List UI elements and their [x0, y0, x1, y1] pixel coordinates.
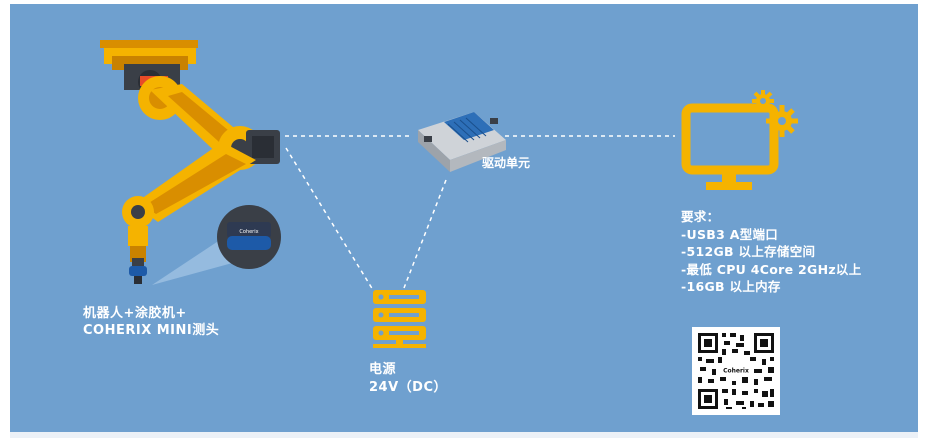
power-label: 电源 24V（DC） [369, 361, 447, 397]
qr-brand-text: Coherix [723, 368, 749, 375]
gear-icon [752, 90, 774, 112]
gear-icon [766, 105, 798, 137]
connector-robot-power [285, 147, 374, 291]
sensor-callout: Coherix [152, 205, 281, 285]
robot-label-line2: COHERIX MINI测头 [83, 323, 220, 338]
robot-label-line1: 机器人+涂胶机+ [83, 306, 187, 321]
bottom-shadow [10, 432, 918, 438]
requirements-heading: 要求： [681, 209, 720, 224]
power-spec: 24V（DC） [369, 380, 447, 395]
requirement-item: -USB3 A型端口 [681, 226, 779, 242]
drive-unit-illustration [418, 112, 506, 172]
requirement-item: -512GB 以上存储空间 [681, 244, 816, 259]
power-title: 电源 [369, 362, 397, 377]
robot-label: 机器人+涂胶机+ COHERIX MINI测头 [83, 305, 219, 339]
requirements-list: 要求： -USB3 A型端口 -512GB 以上存储空间 -最低 CPU 4Co… [681, 208, 862, 296]
computer-icon [681, 103, 779, 190]
qr-code[interactable]: Coherix [692, 327, 780, 415]
requirement-item: -16GB 以上内存 [681, 279, 781, 294]
drive-unit-label: 驱动单元 [482, 156, 531, 170]
qr-code-graphic: Coherix [698, 333, 774, 409]
power-supply-icon [373, 290, 426, 348]
connector-drive-power [403, 179, 447, 289]
requirement-item: -最低 CPU 4Core 2GHz以上 [681, 261, 862, 277]
sensor-brand-text: Coherix [239, 229, 258, 235]
robot-arm-illustration [100, 40, 280, 284]
